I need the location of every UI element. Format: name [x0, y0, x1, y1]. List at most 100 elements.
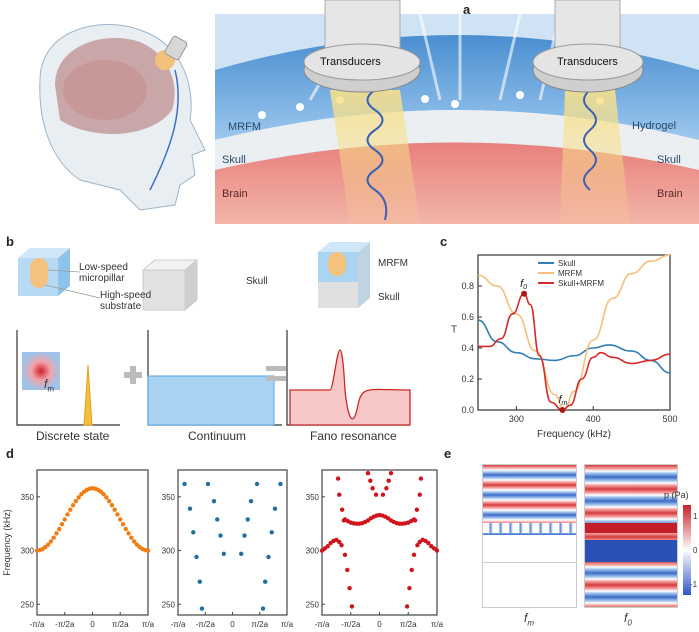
equals-sign [266, 366, 286, 381]
y-tick-label: 250 [306, 600, 320, 609]
data-point [384, 486, 389, 491]
panel-label-d: d [6, 446, 14, 461]
continuum-band [147, 375, 275, 426]
head-illustration [39, 23, 206, 211]
y-tick-label: 350 [162, 493, 176, 502]
data-point [205, 481, 211, 487]
data-point [48, 539, 54, 544]
data-point [239, 551, 244, 556]
panel-a-illustration [39, 0, 699, 224]
y-tick-label: 0.2 [461, 374, 474, 384]
plot-frame [36, 469, 149, 616]
data-point [81, 489, 87, 494]
label-mrfm-b: MRFM [378, 258, 408, 269]
data-point [104, 495, 109, 500]
y-tick-label: 0.8 [461, 281, 474, 291]
data-point [109, 503, 115, 508]
fano-curve [289, 349, 411, 426]
data-point [51, 535, 56, 540]
data-point [76, 495, 81, 500]
transducer-right [532, 0, 644, 93]
label-hydrogel: Hydrogel [632, 120, 677, 132]
data-point [414, 507, 420, 512]
data-point [404, 604, 410, 609]
data-point [68, 507, 73, 512]
data-point [115, 512, 120, 517]
data-point [242, 533, 247, 538]
data-point [123, 526, 128, 532]
y-axis-label: Frequency (kHz) [2, 509, 12, 576]
x-tick-label: -π/2a [196, 620, 216, 629]
label-discrete-state: Discrete state [36, 429, 110, 443]
x-tick-label: π/a [281, 620, 294, 629]
data-point [54, 531, 59, 536]
data-point [278, 481, 283, 487]
data-point [342, 517, 348, 522]
x-tick-label: 500 [662, 414, 677, 424]
data-point [87, 486, 92, 491]
tissue-cross-section [215, 13, 699, 224]
data-point [98, 489, 104, 494]
label-skull-left: Skull [222, 154, 246, 166]
legend-label: Skull+MRFM [558, 279, 604, 288]
data-point [197, 579, 202, 584]
data-point [260, 606, 266, 611]
y-tick-label: 300 [162, 547, 176, 556]
data-point [59, 522, 65, 527]
label-mrfm: MRFM [228, 121, 261, 133]
x-tick-label: π/a [431, 620, 444, 629]
data-point [386, 478, 391, 483]
label-f0-e: f0 [624, 611, 632, 628]
micropillar-row-f0 [585, 523, 677, 533]
label-continuum: Continuum [188, 429, 247, 443]
skull-field-f0 [585, 540, 677, 562]
data-point [342, 552, 348, 558]
label-skull2-b: Skull [378, 292, 400, 303]
data-point [349, 604, 355, 609]
data-point [221, 551, 226, 556]
label-transducers-right: Transducers [557, 56, 618, 68]
data-point [218, 533, 223, 538]
data-point [254, 481, 260, 487]
plot-frame [177, 469, 288, 616]
label-skull-right: Skull [657, 154, 681, 166]
x-tick-label: 300 [509, 414, 524, 424]
panel-label-b: b [6, 234, 14, 249]
data-point [429, 544, 434, 549]
x-tick-label: -π/a [171, 620, 186, 629]
data-point [272, 506, 278, 511]
data-point [347, 585, 352, 591]
data-point [409, 567, 414, 573]
data-point [345, 567, 350, 573]
data-point [137, 544, 142, 550]
x-tick-label: 400 [586, 414, 601, 424]
data-point [417, 492, 422, 497]
colorbar-tick: 1 [693, 512, 698, 521]
colorbar-tick: -1 [690, 580, 698, 589]
data-point [106, 498, 112, 504]
data-point [191, 530, 196, 535]
data-point [339, 542, 344, 548]
data-point [37, 547, 42, 553]
x-axis-label: Frequency (kHz) [537, 429, 611, 440]
panel-label-e: e [444, 446, 452, 461]
y-tick-label: 350 [21, 493, 35, 502]
label-fm: fm [44, 377, 55, 394]
colorbar-tick: 0 [693, 546, 698, 555]
data-point [187, 506, 193, 511]
x-tick-label: 0 [377, 620, 382, 629]
data-point [194, 554, 199, 560]
annotation-point [521, 290, 528, 297]
y-tick-label: 0.4 [461, 343, 474, 353]
data-point [211, 498, 217, 504]
annotation-label: fm [558, 394, 567, 407]
data-point [418, 476, 424, 481]
data-point [199, 606, 205, 611]
skull-cube [141, 258, 199, 312]
data-point [62, 517, 67, 522]
plot-frame [477, 254, 671, 411]
data-point [248, 498, 254, 504]
x-tick-label: 0 [230, 620, 235, 629]
